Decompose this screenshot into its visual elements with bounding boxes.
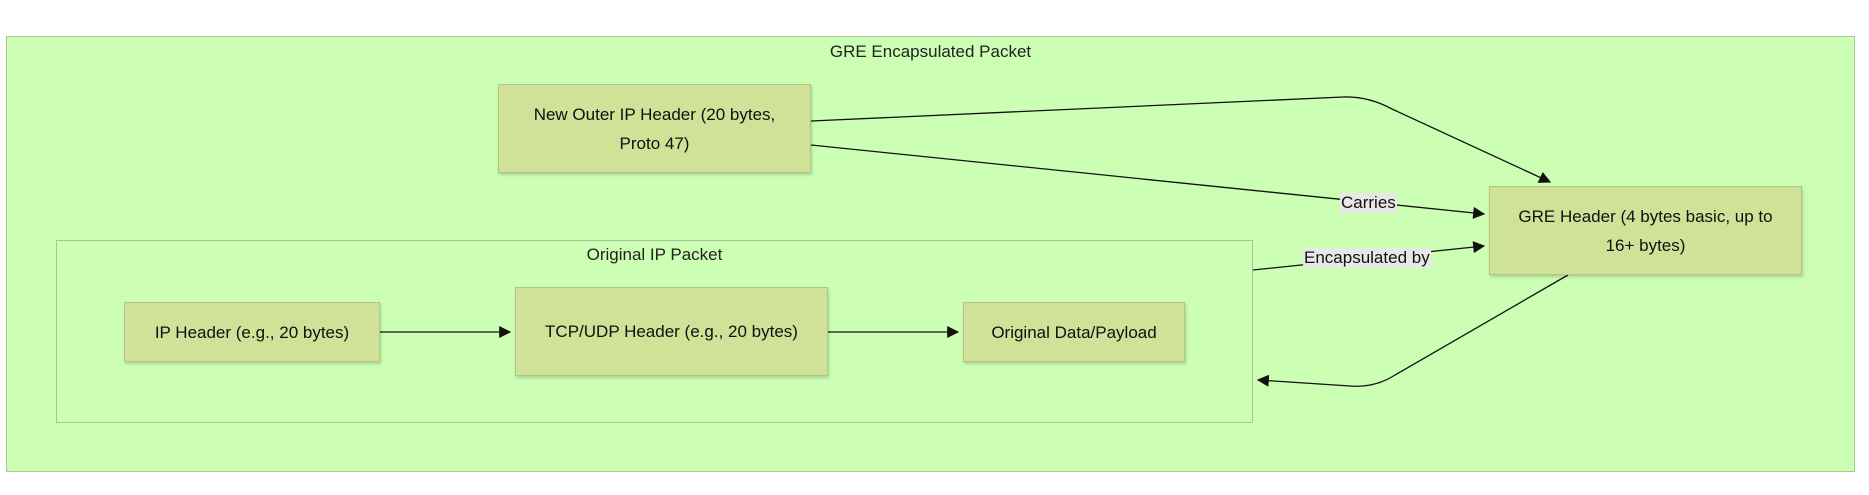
node-gre-header: GRE Header (4 bytes basic, up to 16+ byt… — [1489, 186, 1802, 275]
node-new-outer-ip-header: New Outer IP Header (20 bytes, Proto 47) — [498, 84, 811, 173]
node-original-data-payload: Original Data/Payload — [963, 302, 1185, 362]
edge-label-encapsulated-by: Encapsulated by — [1303, 248, 1431, 268]
node-tcp-udp-header: TCP/UDP Header (e.g., 20 bytes) — [515, 287, 828, 376]
edge-gre-to-original-packet — [1256, 274, 1569, 387]
edge-label-carries: Carries — [1340, 193, 1397, 213]
cluster-title-gre-encapsulated-packet: GRE Encapsulated Packet — [829, 42, 1032, 61]
cluster-title-original-ip-packet: Original IP Packet — [586, 245, 723, 264]
edge-outer-ip-to-gre-curve — [810, 96, 1552, 183]
node-ip-header: IP Header (e.g., 20 bytes) — [124, 302, 380, 362]
